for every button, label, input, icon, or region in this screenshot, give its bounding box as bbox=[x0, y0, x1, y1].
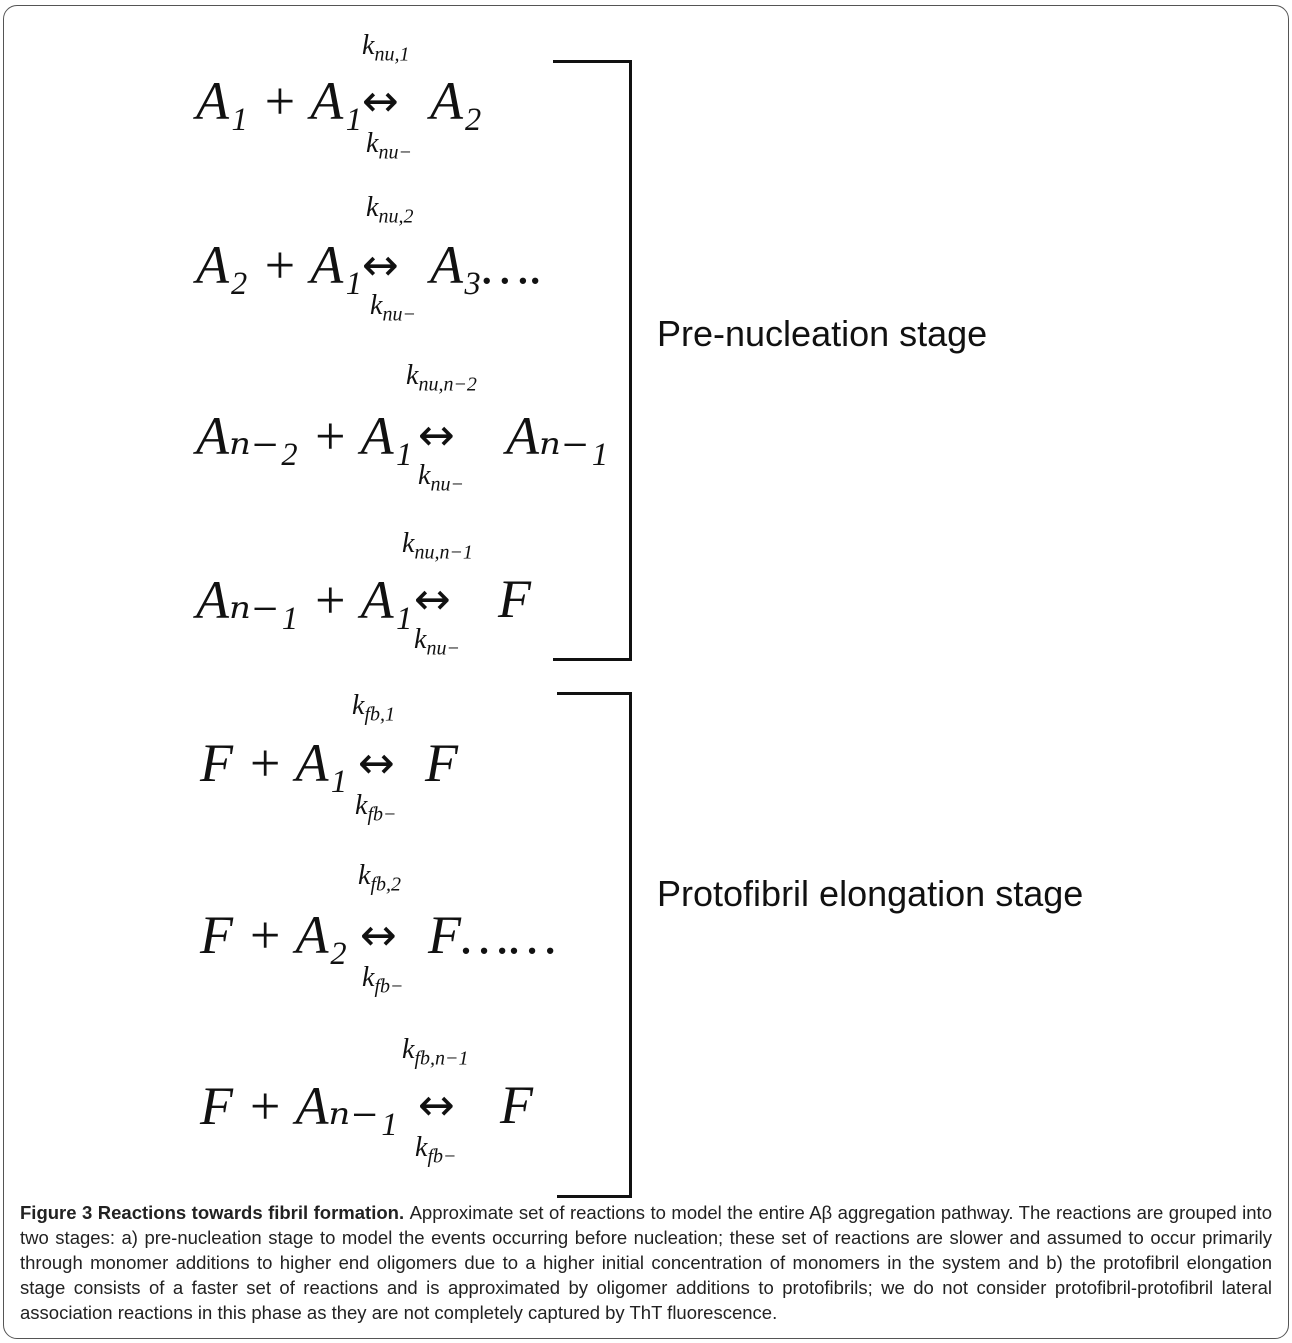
pre-nucleation-stage-label: Pre-nucleation stage bbox=[657, 313, 988, 354]
protofibril-stage-label: Protofibril elongation stage bbox=[657, 873, 1084, 914]
reaction-7-rhs: F bbox=[500, 1075, 533, 1135]
reaction-6-lhs: F + A₂ bbox=[200, 905, 348, 965]
figure-label: Figure 3 bbox=[20, 1202, 98, 1223]
reaction-1-rhs: A₂ bbox=[430, 71, 482, 131]
rate-reverse-6: kfb− bbox=[362, 962, 404, 998]
equilibrium-arrow-icon: ↔ bbox=[360, 910, 397, 961]
figure-title: Reactions towards fibril formation. bbox=[97, 1202, 410, 1223]
rate-reverse-3: knu− bbox=[418, 460, 464, 496]
figure-caption: Figure 3 Reactions towards fibril format… bbox=[20, 1200, 1272, 1325]
reaction-7-lhs: F + Aₙ₋₁ bbox=[200, 1076, 398, 1136]
equilibrium-arrow-icon: ↔ bbox=[358, 738, 395, 789]
rate-forward-3: knu,n−2 bbox=[406, 360, 477, 396]
reaction-2-rhs: A₃…. bbox=[430, 235, 544, 295]
reaction-4-lhs: Aₙ₋₁ + A₁ bbox=[196, 570, 413, 630]
figure-caption-text: Approximate set of reactions to model th… bbox=[20, 1202, 1272, 1323]
rate-reverse-7: kfb− bbox=[415, 1132, 457, 1168]
rate-reverse-4: knu− bbox=[414, 624, 460, 660]
rate-reverse-2: knu− bbox=[370, 290, 416, 326]
reaction-5-rhs: F bbox=[425, 733, 458, 793]
reaction-3-lhs: Aₙ₋₂ + A₁ bbox=[196, 406, 413, 466]
equilibrium-arrow-icon: ↔ bbox=[418, 1080, 455, 1131]
reaction-1-lhs: A₁ + A₁ bbox=[196, 71, 362, 131]
rate-reverse-1: knu− bbox=[366, 128, 412, 164]
figure-frame bbox=[3, 5, 1289, 1339]
equilibrium-arrow-icon: ↔ bbox=[418, 410, 455, 461]
rate-forward-5: kfb,1 bbox=[352, 690, 395, 726]
equilibrium-arrow-icon: ↔ bbox=[414, 574, 451, 625]
equilibrium-arrow-icon: ↔ bbox=[362, 240, 399, 291]
reaction-3-rhs: Aₙ₋₁ bbox=[506, 406, 609, 466]
rate-forward-7: kfb,n−1 bbox=[402, 1034, 469, 1070]
rate-forward-4: knu,n−1 bbox=[402, 528, 473, 564]
protofibril-bracket bbox=[557, 692, 632, 1198]
pre-nucleation-bracket bbox=[553, 60, 632, 661]
reaction-5-lhs: F + A₁ bbox=[200, 733, 348, 793]
rate-forward-1: knu,1 bbox=[362, 30, 410, 66]
reaction-6-rhs: F…… bbox=[428, 905, 558, 965]
rate-forward-2: knu,2 bbox=[366, 192, 414, 228]
rate-reverse-5: kfb− bbox=[355, 790, 397, 826]
reaction-4-rhs: F bbox=[498, 569, 531, 629]
rate-forward-6: kfb,2 bbox=[358, 860, 401, 896]
equilibrium-arrow-icon: ↔ bbox=[362, 76, 399, 127]
reaction-2-lhs: A₂ + A₁ bbox=[196, 235, 362, 295]
